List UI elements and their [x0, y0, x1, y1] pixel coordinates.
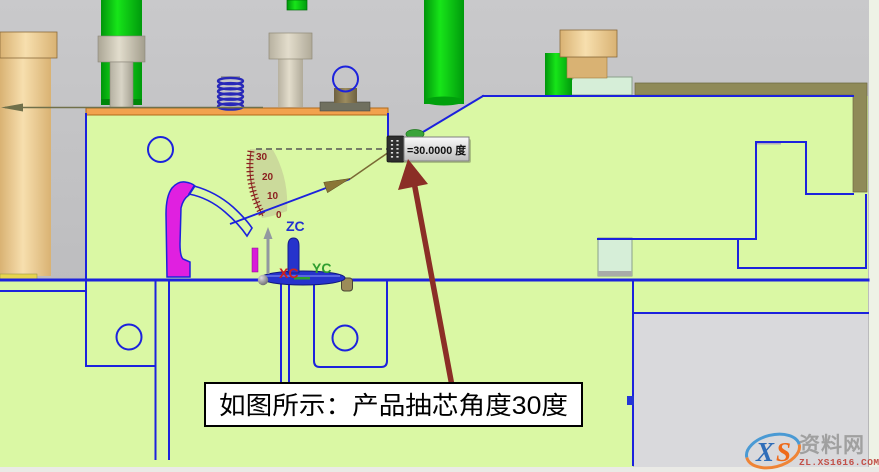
- angle-protractor: 30 20 10 0: [229, 148, 390, 225]
- ejector-pocket: [313, 280, 388, 368]
- lower-right-cavity: [634, 314, 868, 467]
- label-box[interactable]: [403, 136, 470, 162]
- scale-20: 20: [262, 172, 274, 183]
- right-mold-plate: [388, 96, 868, 281]
- mint-block: [597, 237, 633, 277]
- caption-box[interactable]: 如图所示：产品抽芯角度30度: [204, 382, 583, 427]
- bottom-margin-strip: [0, 467, 879, 472]
- scale-0: 0: [276, 210, 282, 221]
- xc-axis-label: XC: [279, 265, 298, 281]
- right-bolt-shaft: [566, 56, 608, 79]
- pedestal-cylinder: [334, 88, 357, 103]
- edge-grip-handle[interactable]: [627, 396, 634, 405]
- guide-pin-rod: [109, 61, 134, 109]
- hole-upper: [147, 136, 174, 163]
- scale-30: 30: [256, 152, 268, 163]
- origin-sphere: [257, 274, 269, 286]
- pedestal-base: [319, 101, 371, 112]
- yc-axis-label: YC: [312, 260, 331, 276]
- right-bolt-head: [559, 29, 618, 58]
- spring: [216, 76, 245, 111]
- product-section: [165, 181, 196, 278]
- cream-bolt-head: [268, 32, 313, 60]
- right-margin-strip: [869, 0, 879, 472]
- watermark: X S 资料网 ZL.XS1616.COM: [745, 432, 879, 470]
- blue-pin: [287, 237, 300, 274]
- green-stub: [286, 0, 308, 11]
- watermark-logo-s: S: [776, 437, 791, 467]
- mint-block-base: [598, 271, 632, 276]
- left-tan-cylinder-body: [0, 58, 51, 276]
- length-arrow: [1, 103, 263, 112]
- zc-axis-label: ZC: [286, 218, 305, 234]
- green-mark: [294, 277, 310, 280]
- measurement-label[interactable]: =30.0000 度: [386, 129, 471, 164]
- hole-lower-left: [115, 323, 143, 351]
- guide-pin-center-base: [424, 96, 464, 106]
- angle-value: =30.0000 度: [407, 143, 467, 157]
- guide-pin-collar: [97, 35, 146, 63]
- label-grip[interactable]: [386, 135, 405, 163]
- leader-line: [349, 151, 390, 180]
- product-profile: [165, 181, 253, 278]
- protractor-fan: [248, 149, 288, 218]
- hole-lower-right: [331, 324, 359, 352]
- product-arm: [187, 185, 253, 238]
- scale-10: 10: [267, 191, 279, 202]
- pedestal-hole: [332, 65, 359, 93]
- cream-bolt-shaft: [278, 59, 303, 107]
- top-fixtures: [0, 0, 618, 281]
- watermark-logo-x: X: [755, 437, 775, 467]
- cone-arrowhead: [323, 178, 351, 194]
- caption-text: 如图所示：产品抽芯角度30度: [219, 392, 568, 420]
- ejector-rods: [154, 277, 634, 460]
- plate-holes: [115, 136, 359, 352]
- annotation-arrow: [398, 159, 455, 387]
- small-stud: [341, 277, 353, 292]
- left-mold-plate: [86, 110, 388, 281]
- watermark-site-name: 资料网: [799, 434, 865, 457]
- coordinate-triad: ZC YC XC: [251, 218, 346, 286]
- guide-pin-center: [424, 0, 464, 104]
- left-tan-cylinder-cap: [0, 31, 58, 59]
- watermark-logo-ellipse: [745, 432, 801, 470]
- watermark-site-url: ZL.XS1616.COM: [799, 457, 879, 468]
- magenta-pin: [251, 247, 259, 273]
